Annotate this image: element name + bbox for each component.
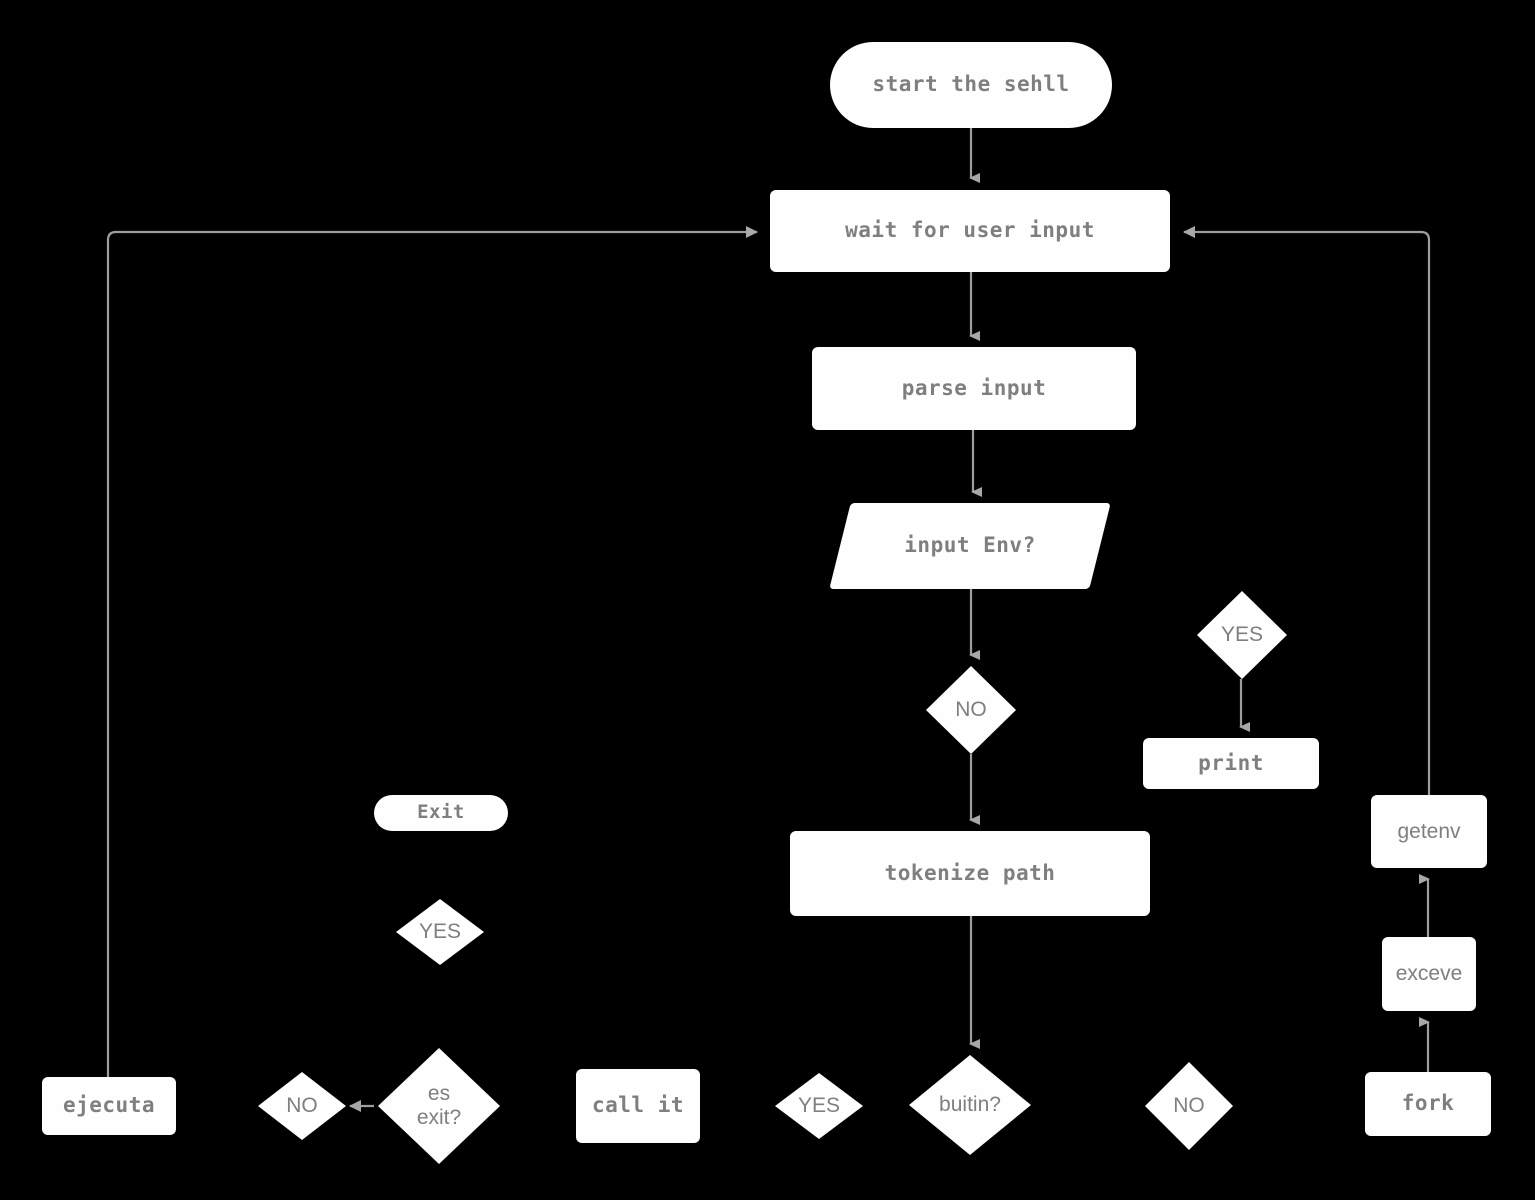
- node-start-the-shell[interactable]: start the sehll: [830, 42, 1112, 128]
- node-print[interactable]: print: [1143, 738, 1319, 789]
- node-label: getenv: [1397, 819, 1461, 843]
- node-wait-for-user-input[interactable]: wait for user input: [770, 190, 1170, 272]
- node-label: call it: [591, 1093, 684, 1118]
- node-decision-yes-env[interactable]: YES: [1197, 591, 1287, 679]
- node-label: YES: [418, 920, 462, 944]
- node-label: exceve: [1395, 962, 1463, 986]
- node-fork[interactable]: fork: [1365, 1072, 1491, 1136]
- node-label: Exit: [417, 801, 465, 824]
- node-decision-es-exit[interactable]: es exit?: [378, 1048, 500, 1164]
- node-ejecuta[interactable]: ejecuta: [42, 1077, 176, 1135]
- node-label: parse input: [901, 375, 1047, 400]
- node-decision-no-exit[interactable]: NO: [258, 1072, 346, 1140]
- node-label: es exit?: [416, 1082, 462, 1129]
- node-tokenize-path[interactable]: tokenize path: [790, 831, 1150, 916]
- node-decision-yes-exit[interactable]: YES: [396, 899, 484, 965]
- node-label: tokenize path: [884, 860, 1056, 885]
- node-label: YES: [797, 1094, 841, 1118]
- edge-getenv-to-wait: [1183, 226, 1431, 795]
- node-exceve[interactable]: exceve: [1382, 937, 1476, 1011]
- node-getenv[interactable]: getenv: [1371, 795, 1487, 868]
- node-label: buitin?: [939, 1093, 1001, 1117]
- node-input-env[interactable]: input Env?: [829, 503, 1111, 589]
- node-label: NO: [955, 698, 987, 722]
- node-label: NO: [1173, 1094, 1205, 1118]
- node-label: ejecuta: [62, 1093, 155, 1118]
- node-decision-no-env[interactable]: NO: [926, 666, 1016, 754]
- node-parse-input[interactable]: parse input: [812, 347, 1136, 430]
- node-label: print: [1198, 750, 1264, 775]
- node-label: fork: [1401, 1091, 1455, 1116]
- node-decision-no-builtin[interactable]: NO: [1145, 1062, 1233, 1150]
- node-call-it[interactable]: call it: [576, 1069, 700, 1143]
- node-decision-builtin[interactable]: buitin?: [909, 1055, 1031, 1155]
- node-label: input Env?: [904, 533, 1036, 558]
- node-label: start the sehll: [872, 72, 1070, 97]
- node-label: NO: [286, 1094, 318, 1118]
- node-decision-yes-builtin[interactable]: YES: [775, 1073, 863, 1139]
- node-label: YES: [1220, 623, 1264, 647]
- node-exit[interactable]: Exit: [374, 795, 508, 831]
- node-label: wait for user input: [845, 218, 1095, 243]
